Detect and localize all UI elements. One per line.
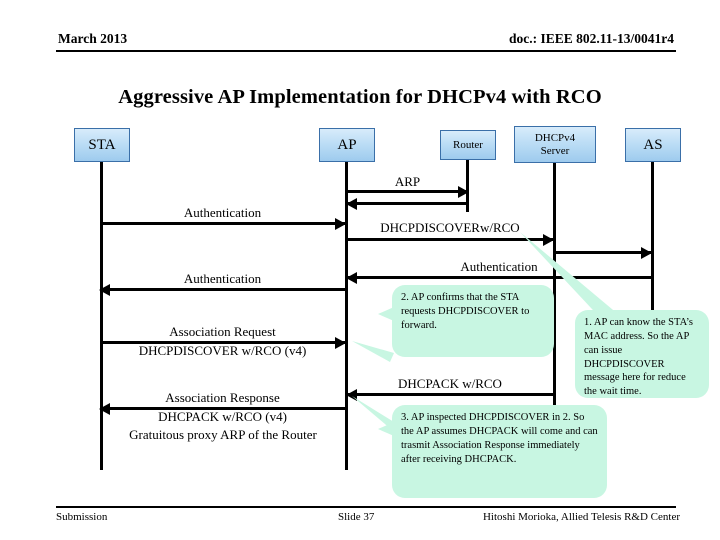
lifeline-dhcp	[553, 163, 556, 455]
arrowhead-left-icon	[346, 388, 357, 401]
callout-2-tail	[378, 307, 394, 321]
node-dhcp-server: DHCPv4 Server	[514, 126, 596, 163]
arrowhead-right-icon	[458, 185, 469, 198]
footer-rule	[56, 506, 676, 508]
message-auth-sta-ap-label: Authentication	[183, 205, 262, 220]
lifeline-sta	[100, 162, 103, 470]
message-auth-as-ap-label: Authentication	[460, 259, 538, 274]
arrowhead-left-icon	[346, 197, 357, 210]
header-docref: doc.: IEEE 802.11-13/0041r4	[508, 31, 674, 46]
footer-left: Submission	[56, 511, 108, 523]
message-assoc-request-arrow	[102, 336, 346, 349]
node-router: Router	[440, 130, 496, 160]
node-router-label: Router	[453, 138, 483, 151]
arrowhead-right-icon	[335, 336, 346, 349]
callout-1-tail	[520, 232, 625, 324]
callout-3: 3. AP inspected DHCPDISCOVER in 2. So th…	[392, 405, 607, 498]
node-dhcp-server-label-line1: DHCPv4	[534, 132, 576, 145]
message-assoc-response-sublabel2: Gratuitous proxy ARP of the Router	[129, 427, 317, 442]
node-ap-label: AP	[337, 136, 357, 153]
callout-2-sliver	[352, 341, 394, 362]
message-assoc-response-label: Association Response	[165, 390, 280, 405]
arrowhead-left-icon	[99, 283, 110, 296]
message-auth-ap-sta-label: Authentication	[183, 271, 262, 286]
message-dhcp-as-arrow	[555, 246, 652, 259]
footer-author: Hitoshi Morioka, Allied Telesis R&D Cent…	[482, 511, 680, 523]
footer-slide: Slide 37	[338, 511, 375, 523]
message-auth-ap-sta-arrow	[99, 283, 345, 296]
callout-3-text: 3. AP inspected DHCPDISCOVER in 2. So th…	[401, 412, 598, 465]
header-date: March 2013	[58, 31, 128, 46]
callout-2-text: 2. AP confirms that the STA requests DHC…	[401, 292, 530, 331]
message-assoc-response-sublabel: DHCPACK w/RCO (v4)	[158, 409, 287, 424]
header-rule	[56, 50, 676, 52]
callout-3-sliver	[352, 396, 394, 430]
message-arp-arrow	[347, 185, 469, 198]
message-auth-as-ap-arrow	[346, 271, 651, 284]
message-assoc-response-arrow	[99, 402, 345, 415]
lifeline-ap	[345, 162, 348, 470]
arrowhead-left-icon	[99, 402, 110, 415]
message-assoc-request-sublabel: DHCPDISCOVER w/RCO (v4)	[138, 343, 307, 358]
node-ap: AP	[319, 128, 375, 162]
message-dhcpdiscover-rco-label: DHCPDISCOVERw/RCO	[380, 220, 520, 235]
message-dhcpack-rco-arrow	[346, 388, 553, 401]
callout-2: 2. AP confirms that the STA requests DHC…	[392, 285, 554, 357]
callout-1-text: 1. AP can know the STA’s MAC address. So…	[584, 317, 694, 398]
node-as-label: AS	[643, 136, 663, 153]
message-arp-label: ARP	[394, 174, 421, 189]
node-sta: STA	[74, 128, 130, 162]
node-sta-label: STA	[88, 136, 116, 153]
lifeline-as	[651, 162, 654, 344]
arrowhead-left-icon	[346, 271, 357, 284]
callout-1: 1. AP can know the STA’s MAC address. So…	[575, 310, 709, 398]
page-title: Aggressive AP Implementation for DHCPv4 …	[118, 86, 602, 108]
arrowhead-right-icon	[335, 217, 346, 230]
arrowhead-right-icon	[641, 246, 652, 259]
message-dhcpack-rco-label: DHCPACK w/RCO	[398, 376, 502, 391]
node-as: AS	[625, 128, 681, 162]
message-assoc-request-label: Association Request	[169, 324, 276, 339]
message-auth-sta-ap-arrow	[102, 217, 346, 230]
message-arp-reply-arrow	[346, 197, 468, 210]
message-dhcpdiscover-rco-arrow	[347, 233, 554, 246]
node-dhcp-server-label-line2: Server	[540, 144, 570, 157]
arrowhead-right-icon	[543, 233, 554, 246]
